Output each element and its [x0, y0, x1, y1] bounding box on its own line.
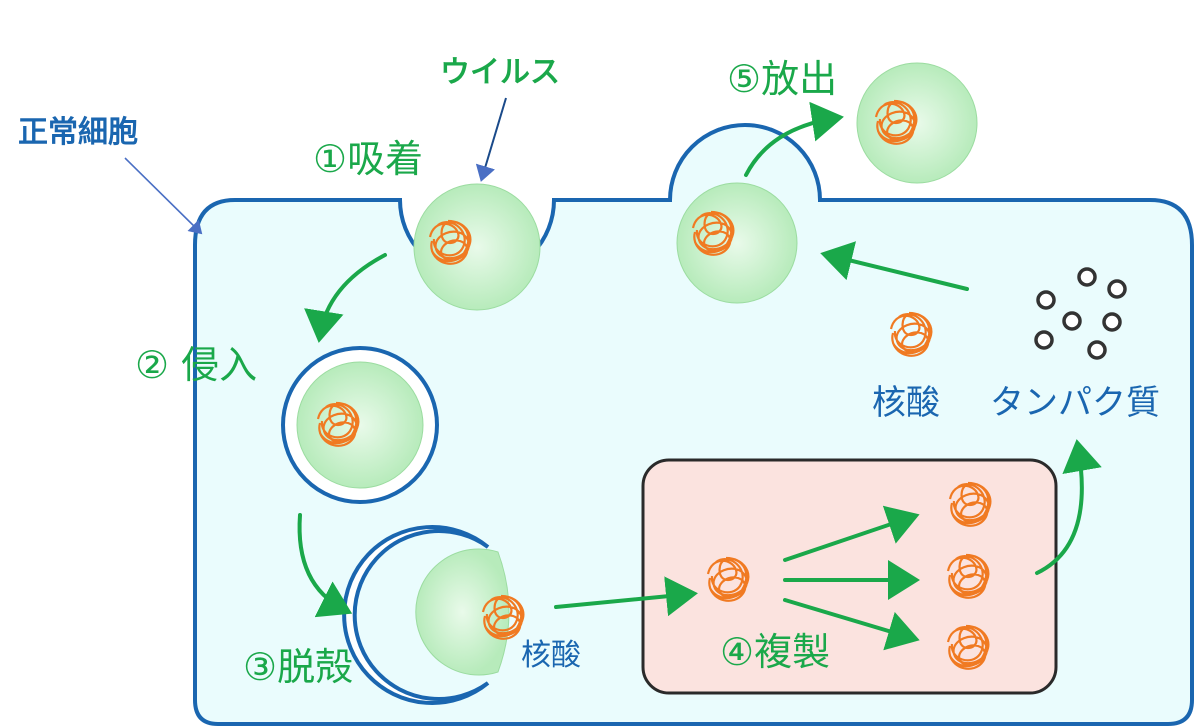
step3-label: ③脱殻: [243, 645, 354, 689]
replication-box: [641, 458, 1058, 695]
arrow-entry-to-uncoat: [297, 513, 353, 618]
arrow-adsorb-to-entry: [304, 253, 387, 343]
protein-label: タンパク質: [990, 383, 1160, 423]
arrow-uncoat-to-replicate: [554, 576, 698, 617]
virus-endosome: [296, 361, 424, 489]
virus-adsorbed: [413, 183, 541, 311]
protein-particles: [1034, 267, 1127, 360]
cell-pointer: [124, 157, 203, 235]
nucleic-acid-uncoat-label: 核酸: [521, 638, 581, 673]
arrow-release: [744, 101, 844, 177]
arrow-assembly: [820, 241, 969, 291]
uncoat-crescent: [342, 525, 490, 705]
arrow-replicate-3: [783, 598, 920, 651]
arrow-replicate-1: [783, 505, 920, 562]
virus-pointer: [475, 97, 507, 182]
step4-label: ④複製: [720, 630, 831, 674]
nucleic-acid-label: 核酸: [872, 383, 940, 423]
step2-label: ② 侵入: [135, 343, 258, 387]
step5-label: ⑤放出: [727, 57, 838, 101]
normal-cell-label: 正常細胞: [18, 115, 138, 150]
virus-label: ウイルス: [440, 55, 560, 90]
step1-label: ①吸着: [313, 137, 424, 181]
arrow-to-protein: [1035, 439, 1102, 575]
